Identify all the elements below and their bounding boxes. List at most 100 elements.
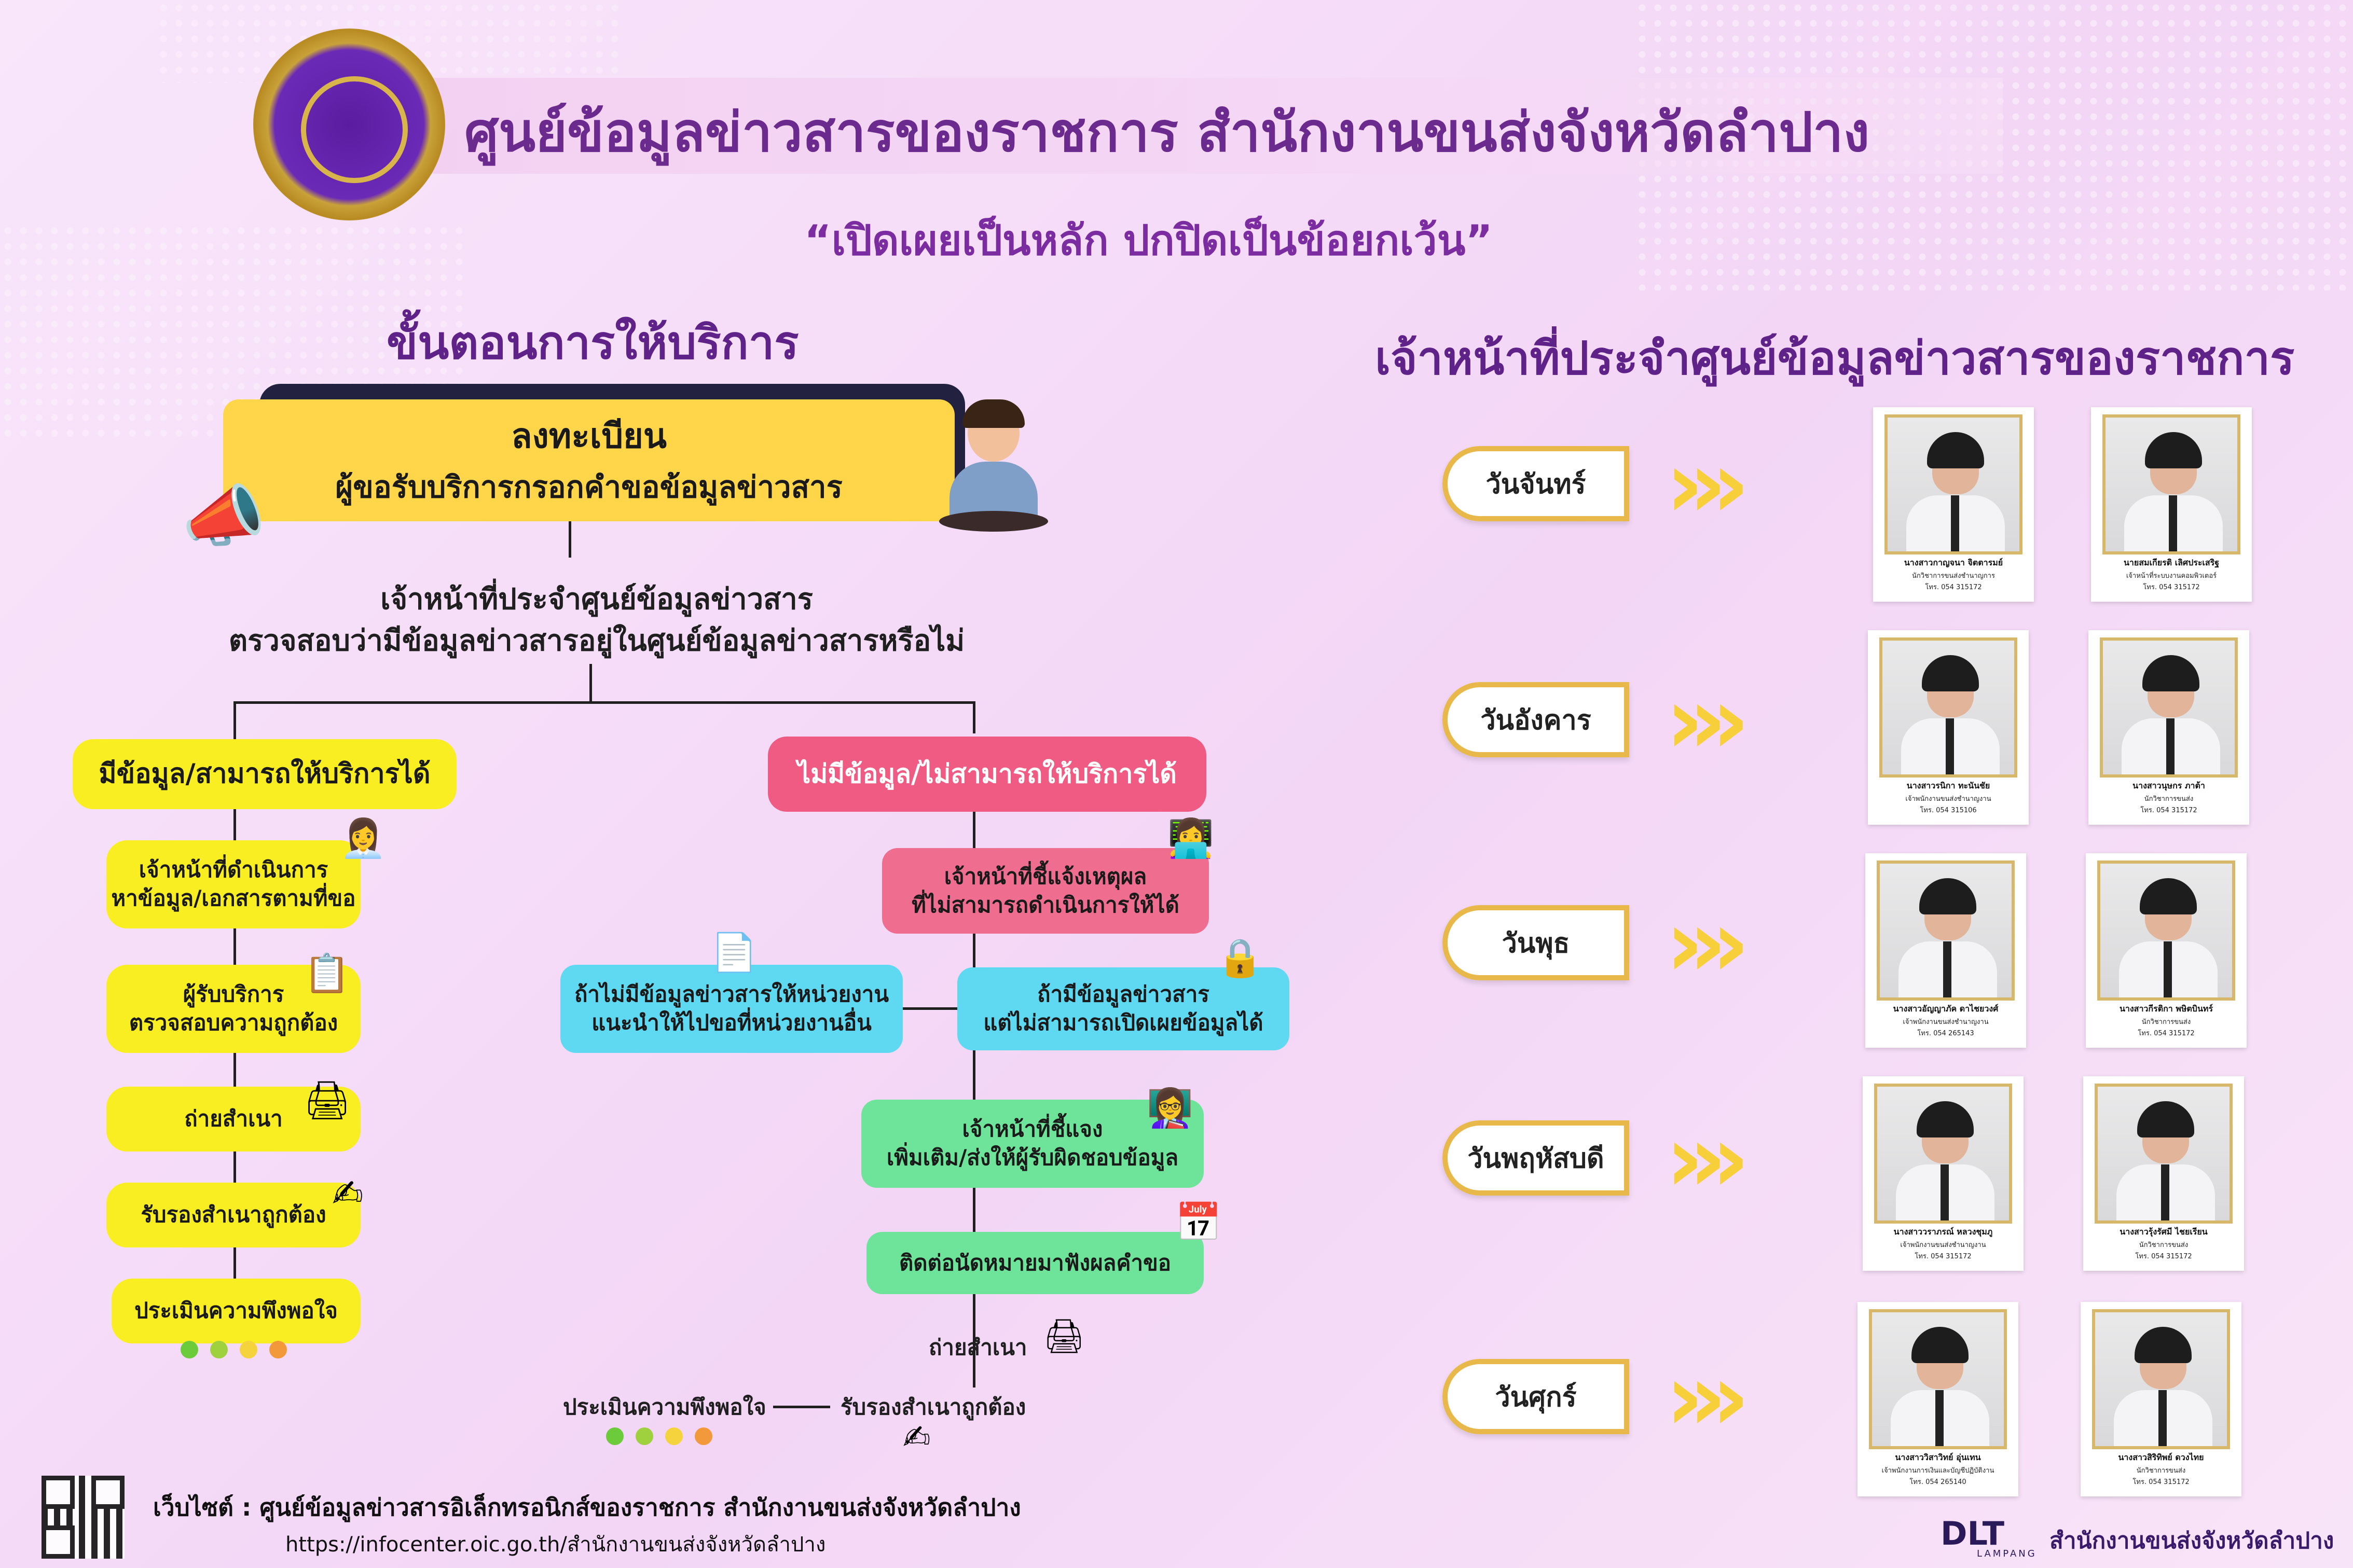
yes-branch-label: มีข้อมูล/สามารถให้บริการได้ xyxy=(73,739,457,809)
no-right-line1: ถ้ามีข้อมูลข่าวสาร xyxy=(1037,981,1209,1007)
no-clarify-line2: เพิ่มเติม/ส่งให้ผู้รับผิดชอบข้อมูล xyxy=(886,1145,1179,1170)
qr-code-icon[interactable] xyxy=(42,1476,125,1559)
staff-card: นางสาวกาญจนา จิตตารมย์ นักวิชาการขนส่งชำ… xyxy=(1873,407,2034,602)
staff-name: นางสาวสิริทิพย์ ดวงไทย xyxy=(2118,1452,2204,1462)
staff-tel: โทร. 054 265143 xyxy=(1917,1030,1974,1037)
connector-check-branch xyxy=(589,664,592,703)
no-clarify-line1: เจ้าหน้าที่ชี้แจง xyxy=(962,1116,1103,1142)
check-line1: เจ้าหน้าที่ประจำศูนย์ข้อมูลข่าวสาร xyxy=(380,582,813,616)
no-left-line1: ถ้าไม่มีข้อมูลข่าวสารให้หน่วยงาน xyxy=(574,981,889,1007)
no-copy-label: ถ่ายสำเนา xyxy=(929,1335,1027,1360)
checklist-stamp-icon: 📋 xyxy=(304,951,350,995)
staff-position: นักวิชาการขนส่ง xyxy=(2136,1467,2186,1475)
register-title: ลงทะเบียน xyxy=(511,415,667,456)
staff-position: เจ้าพนักงานขนส่งชำนาญงาน xyxy=(1905,795,1991,803)
megaphone-icon: 📣 xyxy=(182,477,266,556)
photocopier-icon-2: 🖨 xyxy=(1043,1317,1085,1356)
no-explain-box: เจ้าหน้าที่ชี้แจ้งเหตุผล ที่ไม่สามารถดำเ… xyxy=(882,848,1209,934)
staff-name: นายสมเกียรติ เลิศประเสริฐ xyxy=(2123,558,2220,567)
staff-name: นางสาวรุ้งรัศมี ไชยเรียน xyxy=(2120,1227,2208,1237)
day-wednesday: วันพุธ xyxy=(1442,905,1629,980)
staff-tel: โทร. 054 315172 xyxy=(2140,807,2197,814)
check-line2: ตรวจสอบว่ามีข้อมูลข่าวสารอยู่ในศูนย์ข้อม… xyxy=(228,624,965,658)
staff-photo xyxy=(2097,861,2235,1001)
staff-photo xyxy=(1869,1309,2007,1449)
seal-inner-ring xyxy=(301,76,408,183)
staff-name: นางสาวกาญจนา จิตตารมย์ xyxy=(1904,558,2003,567)
staff-position: เจ้าพนักงานขนส่งชำนาญงาน xyxy=(1900,1241,1986,1249)
staff-name: นางสาวอัญญาภัค ดาไชยวงศ์ xyxy=(1893,1004,1999,1014)
connector-register-check xyxy=(569,521,571,558)
transport-department-seal-icon xyxy=(253,29,445,220)
staff-position: นักวิชาการขนส่งชำนาญการ xyxy=(1912,572,1995,580)
staff-photo xyxy=(1874,1084,2012,1224)
happy-face-icon-2 xyxy=(606,1427,624,1445)
connector-certify-evaluate xyxy=(773,1406,830,1408)
staff-name: นางสาววราภรณ์ หลวงชุมภู xyxy=(1893,1227,1993,1237)
staff-photo xyxy=(2102,414,2240,554)
branch-left-drop xyxy=(233,701,236,756)
yes-step-3: ถ่ายสำเนา xyxy=(106,1087,361,1151)
staff-working-icon: 👩‍💼 xyxy=(340,816,387,860)
yes-step-1-line2: หาข้อมูล/เอกสารตามที่ขอ xyxy=(111,885,356,911)
no-branch-label: ไม่มีข้อมูล/ไม่สามารถให้บริการได้ xyxy=(768,737,1206,812)
staff-photo xyxy=(1884,414,2022,554)
triple-chevron-icon: ››› xyxy=(1666,667,1750,775)
no-clarify-box: เจ้าหน้าที่ชี้แจง เพิ่มเติม/ส่งให้ผู้รับ… xyxy=(861,1100,1204,1188)
yes-branch-spine xyxy=(233,809,236,1317)
dlt-logo-sub: LAMPANG xyxy=(1977,1548,2037,1559)
process-heading: ขั้นตอนการให้บริการ xyxy=(387,316,799,369)
website-url-link[interactable]: https://infocenter.oic.go.th/สำนักงานขนส… xyxy=(285,1533,826,1557)
triple-chevron-icon: ››› xyxy=(1666,1105,1750,1213)
no-right-option-box: ถ้ามีข้อมูลข่าวสาร แต่ไม่สามารถเปิดเผยข้… xyxy=(957,967,1289,1050)
yes-step-4: รับรองสำเนาถูกต้อง xyxy=(106,1183,361,1247)
yes-step-5-line1: ประเมินความพึงพอใจ xyxy=(134,1298,338,1324)
yes-step-4-line1: รับรองสำเนาถูกต้อง xyxy=(141,1202,326,1228)
staff-card: นางสาวนุษกร ภาต้า นักวิชาการขนส่ง โทร. 0… xyxy=(2088,630,2249,825)
happy-face-icon xyxy=(181,1341,198,1358)
no-right-line2: แต่ไม่สามารถเปิดเผยข้อมูลได้ xyxy=(983,1010,1263,1035)
calendar-icon: 📅 xyxy=(1175,1200,1222,1244)
certify-document-icon: ✍ xyxy=(332,1172,364,1215)
neutral-face-icon-2 xyxy=(665,1427,683,1445)
staff-tel: โทร. 054 315106 xyxy=(1920,807,1977,814)
yes-step-2-line1: ผู้รับบริการ xyxy=(183,981,284,1007)
no-left-option-box: ถ้าไม่มีข้อมูลข่าวสารให้หน่วยงาน แนะนำให… xyxy=(560,965,903,1053)
triple-chevron-icon: ››› xyxy=(1666,890,1750,998)
staff-card: นางสาวสิริทิพย์ ดวงไทย นักวิชาการขนส่ง โ… xyxy=(2081,1302,2241,1496)
staff-position: เจ้าหน้าที่ระบบงานคอมพิวเตอร์ xyxy=(2126,572,2217,580)
staff-name: นางสาวกีรติกา พษิตบินทร์ xyxy=(2119,1004,2213,1014)
staff-tel: โทร. 054 315172 xyxy=(2143,584,2200,591)
motto: “เปิดเผยเป็นหลัก ปกปิดเป็นข้อยกเว้น” xyxy=(804,216,1493,265)
branch-right-drop xyxy=(973,701,975,733)
page-title: ศูนย์ข้อมูลข่าวสารของราชการ สำนักงานขนส่… xyxy=(464,101,1870,164)
staff-card: นายสมเกียรติ เลิศประเสริฐ เจ้าหน้าที่ระบ… xyxy=(2091,407,2252,602)
no-explain-line2: ที่ไม่สามารถดำเนินการให้ได้ xyxy=(912,892,1179,918)
staff-photo xyxy=(1877,861,2015,1001)
office-brand: สำนักงานขนส่งจังหวัดลำปาง xyxy=(2049,1528,2334,1554)
no-evaluate-label: ประเมินความพึงพอใจ xyxy=(563,1394,766,1420)
staff-tel: โทร. 054 315172 xyxy=(1925,584,1982,591)
title-band xyxy=(291,78,2003,174)
sad-face-icon xyxy=(269,1341,287,1358)
triple-chevron-icon: ››› xyxy=(1666,431,1750,539)
restricted-file-icon: 🔒 xyxy=(1217,936,1263,979)
staff-tel: โทร. 054 315172 xyxy=(2132,1478,2190,1486)
day-friday: วันศุกร์ xyxy=(1442,1359,1629,1434)
no-left-line2: แนะนำให้ไปขอที่หน่วยงานอื่น xyxy=(591,1010,872,1035)
staff-position: นักวิชาการขนส่ง xyxy=(2141,1018,2191,1026)
staff-tel: โทร. 054 265140 xyxy=(1909,1478,1966,1486)
triple-chevron-icon: ››› xyxy=(1666,1343,1750,1452)
staff-tel: โทร. 054 315172 xyxy=(2135,1253,2192,1260)
staff-card: นางสาวอัญญาภัค ดาไชยวงศ์ เจ้าพนักงานขนส่… xyxy=(1865,853,2026,1048)
yes-step-5: ประเมินความพึงพอใจ xyxy=(112,1279,361,1343)
staff-presenting-icon: 👩‍🏫 xyxy=(1147,1086,1193,1130)
yes-step-3-line1: ถ่ายสำเนา xyxy=(184,1106,283,1132)
photocopier-icon: 🖨 xyxy=(304,1078,351,1122)
neutral-face-icon xyxy=(240,1341,257,1358)
smile-face-icon xyxy=(210,1341,228,1358)
staff-laptop-icon: 👩‍💻 xyxy=(1167,816,1214,860)
staff-card: นางสาววราภรณ์ หลวงชุมภู เจ้าพนักงานขนส่ง… xyxy=(1863,1076,2024,1271)
staff-photo xyxy=(1879,637,2017,778)
